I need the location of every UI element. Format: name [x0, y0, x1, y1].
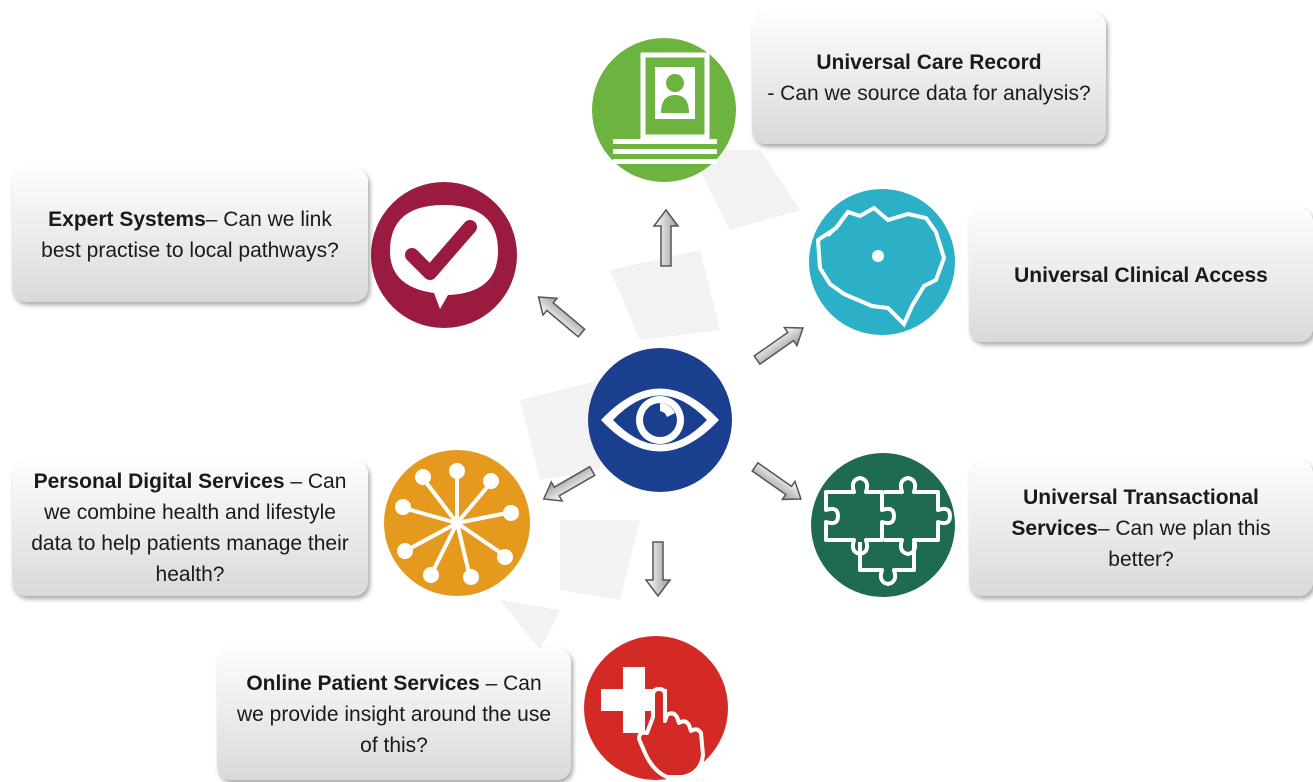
arrow-down	[644, 541, 672, 598]
online-patient-title: Online Patient Services	[246, 671, 480, 695]
arrow-up	[652, 208, 680, 267]
clinical-access-box: Universal Clinical Access	[969, 208, 1313, 342]
arrow-up-left	[537, 296, 586, 338]
arrow-down-right	[751, 461, 802, 501]
eye-icon	[588, 348, 732, 492]
care-record-text: - Can we source data for analysis?	[767, 82, 1091, 105]
transactional-title: Universal Transactional Services	[1011, 485, 1259, 540]
medical-cross-hand-icon	[584, 636, 728, 780]
personal-digital-text: – Can we combine health and lifestyle da…	[31, 470, 349, 586]
expert-systems-text: – Can we link best practise to local pat…	[41, 208, 339, 262]
expert-systems-title: Expert Systems	[48, 208, 206, 231]
personal-digital-title: Personal Digital Services	[33, 470, 285, 493]
transactional-box: Universal Transactional Services– Can we…	[969, 460, 1313, 596]
expert-systems-box: Expert Systems– Can we link best practis…	[12, 168, 368, 302]
online-patient-box: Online Patient Services – Can we provide…	[217, 648, 571, 780]
id-card-icon	[592, 38, 736, 182]
arrow-up-right	[753, 326, 804, 366]
map-icon	[809, 189, 955, 335]
network-icon	[384, 450, 530, 596]
clinical-access-title: Universal Clinical Access	[1014, 263, 1268, 287]
puzzle-icon	[811, 453, 955, 597]
online-patient-text: – Can we provide insight around the use …	[236, 671, 552, 757]
care-record-box: Universal Care Record - Can we source dat…	[752, 12, 1106, 144]
arrow-down-left	[542, 465, 596, 502]
checkmark-speech-icon	[371, 182, 517, 328]
transactional-text: – Can we plan this better?	[1097, 516, 1271, 571]
care-record-title: Universal Care Record	[816, 51, 1042, 74]
personal-digital-box: Personal Digital Services – Can we combi…	[12, 460, 368, 596]
